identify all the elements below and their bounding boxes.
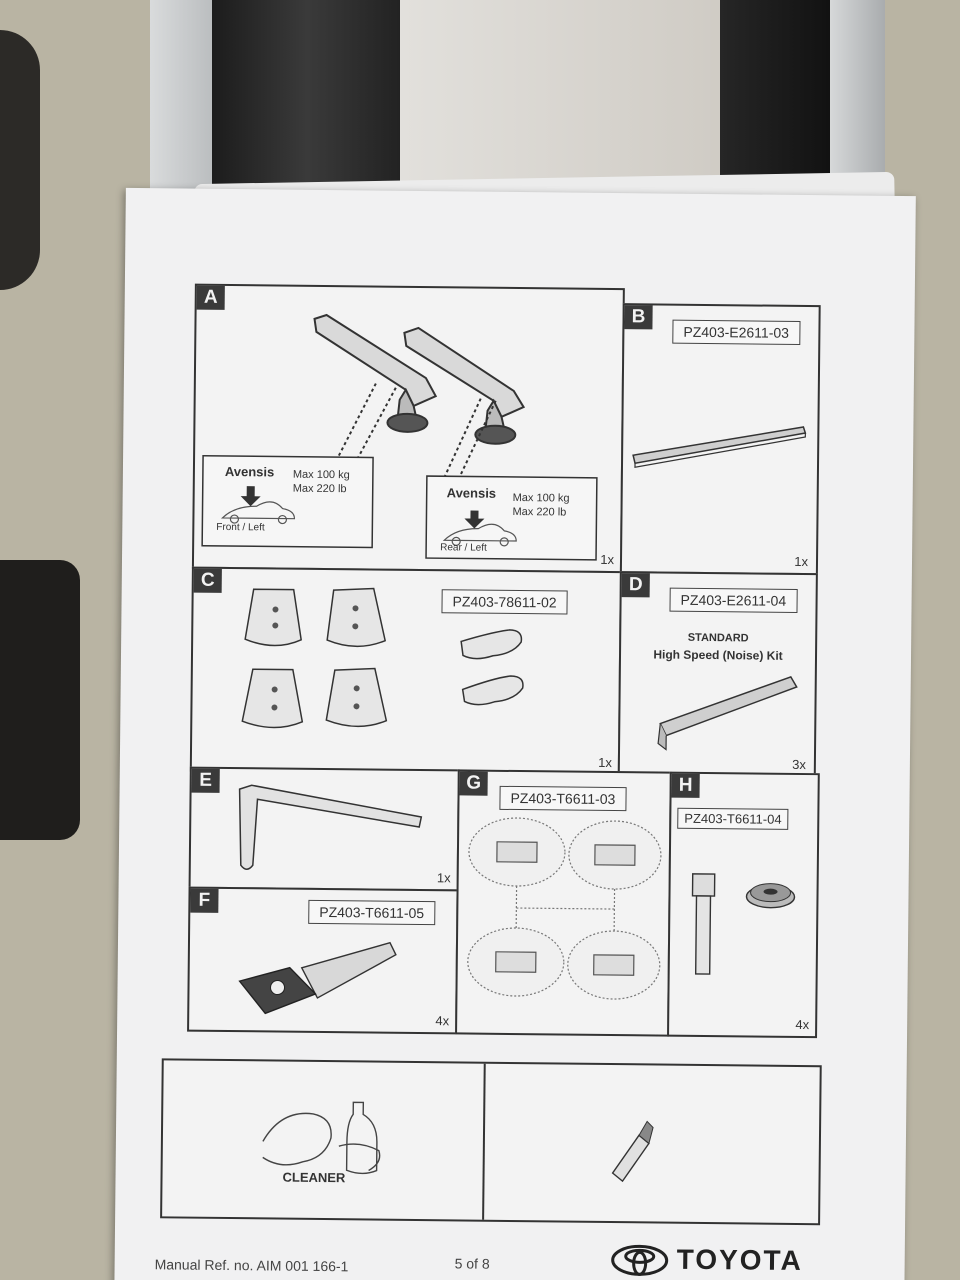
front-label-position: Front / Left <box>216 521 265 534</box>
rear-label-title: Avensis <box>446 485 497 501</box>
panel-quantity: 1x <box>794 553 809 570</box>
front-label-max-kg: Max 100 kg <box>292 468 350 482</box>
panel-f: F PZ403-T6611-05 4x <box>187 886 459 1035</box>
panel-h: H PZ403-T6611-04 4x <box>667 771 820 1039</box>
panel-c: C PZ403-78611-02 1x <box>189 566 622 777</box>
panel-quantity: 1x <box>598 754 612 771</box>
panel-a: A <box>191 283 625 574</box>
toyota-logo-icon <box>611 1244 669 1276</box>
rear-load-label-box <box>425 475 598 561</box>
panel-quantity: 3x <box>792 756 806 773</box>
panel-b: B PZ403-E2611-03 1x <box>619 303 821 576</box>
allen-key-illustration <box>238 784 423 870</box>
front-load-label-box <box>201 454 374 549</box>
brand-name: TOYOTA <box>676 1243 803 1277</box>
cleaner-label: CLEANER <box>282 1169 346 1186</box>
front-label-max-lb: Max 220 lb <box>292 482 347 496</box>
background-object-left-lower <box>0 560 80 840</box>
utility-knife-icon <box>611 1120 654 1183</box>
panel-quantity: 4x <box>795 1016 810 1033</box>
panel-quantity: 1x <box>600 551 615 568</box>
panel-quantity: 4x <box>435 1013 450 1029</box>
bolt-washer-illustration <box>691 873 796 975</box>
cleaner-hands-illustration <box>262 1101 381 1175</box>
rail-strip-illustration <box>632 426 807 468</box>
rubber-pads-illustration <box>467 817 662 1000</box>
down-arrow-icon <box>240 486 261 507</box>
page-number: 5 of 8 <box>454 1255 490 1272</box>
rear-label-max-kg: Max 100 kg <box>512 491 570 505</box>
prep-panel: CLEANER <box>160 1058 822 1226</box>
roof-bars-illustration <box>201 313 598 561</box>
panel-quantity: 1x <box>436 870 451 886</box>
front-label-title: Avensis <box>224 463 275 480</box>
panel-g: G PZ403-T6611-03 <box>455 769 672 1037</box>
rear-label-max-lb: Max 220 lb <box>512 505 567 519</box>
manual-reference: Manual Ref. no. AIM 001 166-1 <box>154 1256 349 1275</box>
down-arrow-icon <box>464 510 485 529</box>
panel-d: D PZ403-E2611-04 STANDARD High Speed (No… <box>617 571 818 779</box>
rear-label-position: Rear / Left <box>440 542 487 554</box>
end-caps-illustration <box>241 587 524 729</box>
key-holder-illustration <box>238 941 397 1015</box>
background-object-left <box>0 30 40 290</box>
noise-strip-illustration <box>657 675 798 751</box>
panel-e: E 1x <box>188 766 460 892</box>
instruction-sheet: A <box>114 187 916 1280</box>
